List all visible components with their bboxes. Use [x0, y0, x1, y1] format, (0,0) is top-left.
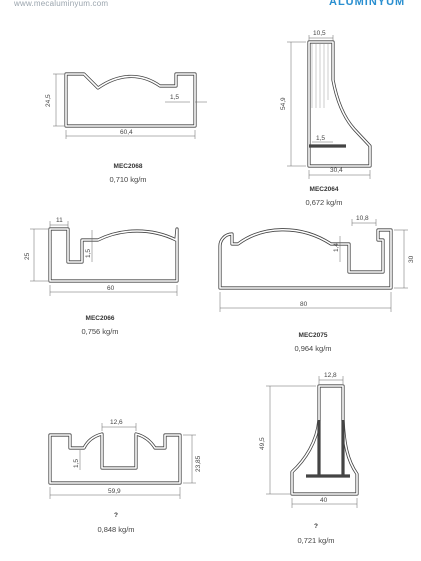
profile-code: MEC2068: [113, 163, 143, 170]
dim-width: 80: [300, 301, 308, 308]
profile-mec2068: 24,5 60,4 1,5: [45, 72, 207, 139]
profile-weight: 0,964 kg/m: [294, 344, 332, 353]
dim-width: 59,9: [108, 488, 121, 495]
profile-weight: 0,672 kg/m: [305, 198, 343, 207]
dim-width: 40: [320, 497, 328, 504]
knurled-top: [311, 44, 329, 108]
dim-height: 24,5: [45, 94, 52, 107]
dim-wall: 1,5: [170, 94, 179, 101]
profile-weight: 0,721 kg/m: [297, 536, 335, 545]
website-url[interactable]: www.mecaluminyum.com: [14, 0, 109, 8]
profile-code: ?: [314, 523, 318, 530]
dim-wall: 1,4: [333, 243, 340, 252]
profile-weight: 0,710 kg/m: [109, 175, 147, 184]
profile-code: ?: [114, 512, 118, 519]
dim-width: 60,4: [120, 129, 133, 136]
profile-code: MEC2075: [298, 332, 328, 339]
dim-width: 30,4: [330, 167, 343, 174]
profile-mec2064: 10,5 54,9 1,5 30,4: [280, 30, 372, 179]
profile-unknown-721: 12,8 49,5 40: [259, 372, 359, 508]
profile-mec2066: 11 25 1,5 60: [24, 217, 179, 296]
dim-top: 12,8: [324, 372, 337, 379]
dim-wall: 1,5: [316, 135, 325, 142]
dim-slot: 10,8: [356, 215, 369, 222]
dim-slot: 11: [56, 217, 63, 224]
profile-mec2075: 10,8 1,4 30 80: [218, 215, 415, 312]
dim-top: 10,5: [313, 30, 326, 37]
profile-weight: 0,848 kg/m: [97, 525, 135, 534]
dim-wall: 1,5: [85, 249, 92, 258]
dim-height: 54,9: [280, 97, 287, 110]
dim-wall: 1,5: [73, 459, 80, 468]
dim-height: 23,85: [195, 455, 202, 472]
dim-slot: 12,6: [110, 419, 123, 426]
profile-code: MEC2066: [85, 315, 115, 322]
profile-code: MEC2064: [309, 186, 339, 193]
dim-width: 60: [107, 285, 115, 292]
dim-height: 49,5: [259, 437, 266, 450]
dim-height: 25: [24, 252, 31, 260]
profile-unknown-848: 12,6 1,5 23,85 59,9: [48, 419, 202, 499]
brand-logo: ALUMINYUM: [329, 0, 406, 8]
dim-height: 30: [408, 255, 415, 263]
profile-weight: 0,756 kg/m: [81, 327, 119, 336]
